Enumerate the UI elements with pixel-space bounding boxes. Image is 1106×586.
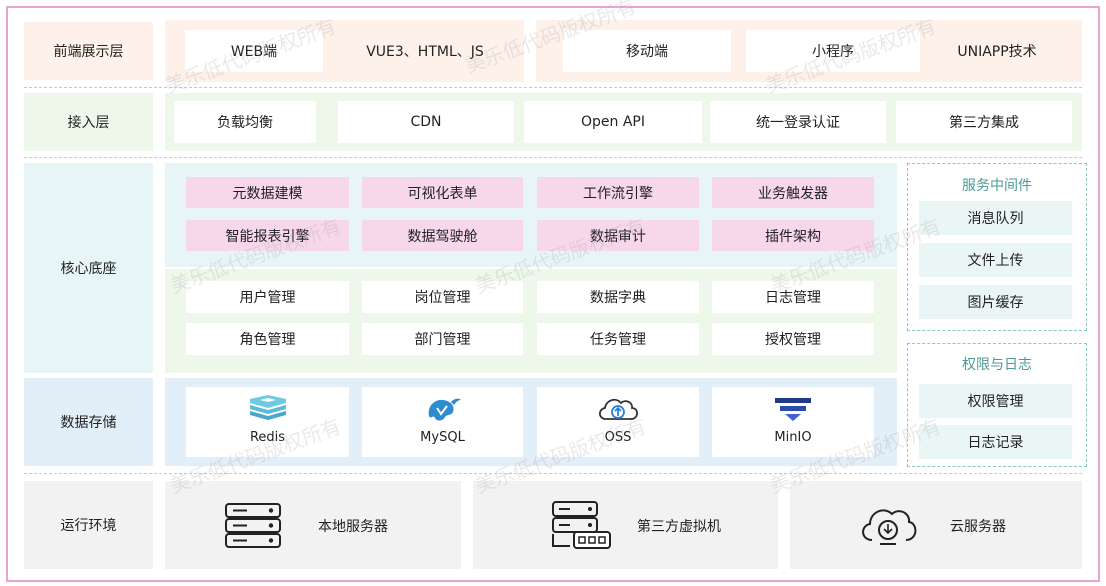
access-item-cdn: CDN	[338, 101, 514, 143]
core-mgmt-authorization: 授权管理	[712, 323, 874, 355]
runtime-panel-vm	[473, 481, 778, 569]
core-engine-report: 智能报表引擎	[186, 220, 349, 251]
core-engine-metadata: 元数据建模	[186, 177, 349, 208]
core-engine-visual-form: 可视化表单	[362, 177, 523, 208]
frontend-item-mobile: 移动端	[563, 30, 731, 72]
core-mgmt-dictionary: 数据字典	[537, 281, 699, 313]
access-item-load-balance: 负载均衡	[174, 101, 316, 143]
core-mgmt-post: 岗位管理	[362, 281, 523, 313]
virtual-machine-icon	[550, 500, 614, 554]
layer-divider	[24, 473, 1082, 474]
runtime-label-vm: 第三方虚拟机	[637, 519, 721, 535]
core-engine-audit: 数据审计	[537, 220, 699, 251]
core-mgmt-role: 角色管理	[186, 323, 349, 355]
redis-icon	[186, 395, 349, 421]
middleware-item-mq: 消息队列	[919, 201, 1072, 235]
server-icon	[223, 502, 283, 554]
core-engine-cockpit: 数据驾驶舱	[362, 220, 523, 251]
layer-divider	[24, 87, 1082, 88]
access-item-third-party: 第三方集成	[896, 101, 1072, 143]
access-layer-label-bg	[24, 93, 153, 151]
auth-log-item-permission: 权限管理	[919, 384, 1072, 418]
core-mgmt-department: 部门管理	[362, 323, 523, 355]
access-layer-label: 接入层	[67, 115, 110, 131]
storage-card-oss	[537, 387, 699, 457]
middleware-item-upload: 文件上传	[919, 243, 1072, 277]
runtime-layer-label-bg	[24, 481, 153, 569]
storage-label-redis: Redis	[249, 430, 286, 445]
cloud-upload-icon	[537, 395, 699, 423]
storage-label-oss: OSS	[604, 430, 632, 445]
storage-label-minio: MinIO	[774, 430, 812, 445]
frontend-layer-label: 前端展示层	[53, 44, 124, 60]
core-engine-plugin: 插件架构	[712, 220, 874, 251]
middleware-item-image-cache: 图片缓存	[919, 285, 1072, 319]
runtime-label-cloud: 云服务器	[950, 519, 1006, 535]
frontend-item-miniprogram: 小程序	[746, 30, 920, 72]
access-item-sso: 统一登录认证	[710, 101, 886, 143]
storage-card-mysql	[362, 387, 523, 457]
frontend-item-web: WEB端	[185, 30, 323, 72]
core-mgmt-log: 日志管理	[712, 281, 874, 313]
runtime-panel-local	[165, 481, 461, 569]
access-item-open-api: Open API	[524, 101, 702, 143]
runtime-panel-cloud	[790, 481, 1082, 569]
frontend-item-vue: VUE3、HTML、JS	[366, 44, 484, 60]
mysql-icon	[362, 394, 523, 424]
layer-divider	[24, 157, 1082, 158]
middleware-title: 服务中间件	[962, 178, 1032, 194]
cloud-server-icon	[856, 500, 920, 554]
storage-layer-label: 数据存储	[60, 415, 117, 431]
middleware-panel	[907, 163, 1087, 331]
core-engine-trigger: 业务触发器	[712, 177, 874, 208]
storage-label-mysql: MySQL	[420, 430, 465, 445]
auth-log-title: 权限与日志	[962, 357, 1032, 373]
diagram-frame	[6, 6, 1100, 582]
core-layer-label: 核心底座	[60, 261, 117, 277]
storage-layer-label-bg	[24, 378, 153, 466]
minio-icon	[712, 396, 874, 422]
runtime-layer-label: 运行环境	[60, 518, 117, 534]
frontend-item-uniapp: UNIAPP技术	[957, 44, 1037, 60]
auth-log-item-log-record: 日志记录	[919, 425, 1072, 459]
core-layer-label-bg	[24, 163, 153, 373]
core-engine-workflow: 工作流引擎	[537, 177, 699, 208]
auth-log-panel	[907, 343, 1087, 467]
runtime-label-local: 本地服务器	[318, 519, 388, 535]
frontend-layer-label-bg	[24, 22, 153, 80]
core-mgmt-task: 任务管理	[537, 323, 699, 355]
core-mgmt-user: 用户管理	[186, 281, 349, 313]
